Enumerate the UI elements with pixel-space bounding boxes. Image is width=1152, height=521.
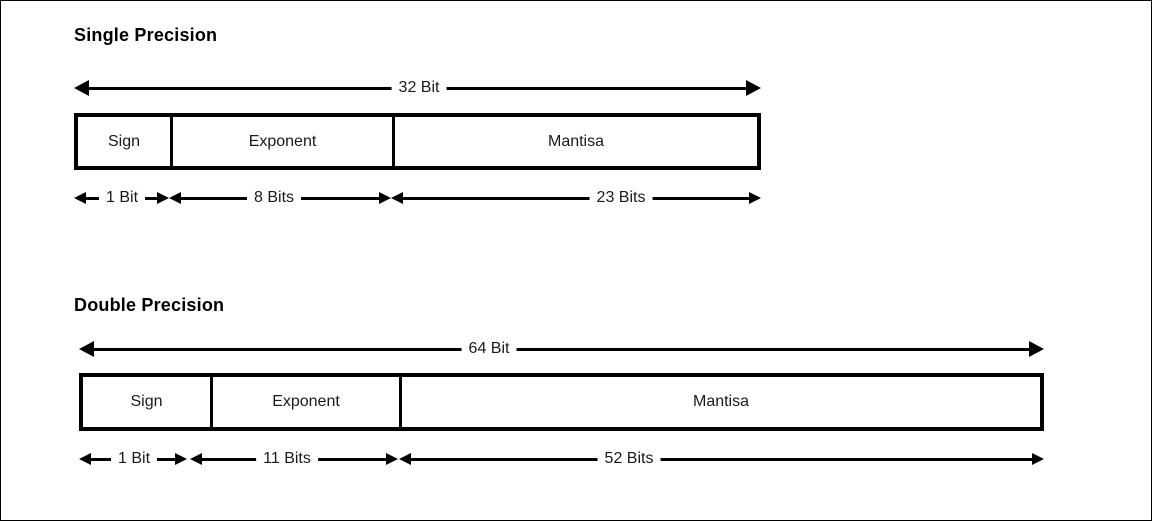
- arrow-right-icon: [379, 192, 391, 204]
- measure-line: [92, 347, 1031, 351]
- double-exponent-bits-measure: 11 Bits: [190, 447, 398, 471]
- double-exponent-bits-label: 11 Bits: [256, 451, 318, 467]
- arrow-right-icon: [175, 453, 187, 465]
- double-total-label: 64 Bit: [461, 341, 517, 357]
- double-sign-bits-label: 1 Bit: [110, 451, 158, 467]
- double-total-width-measure: 64 Bit: [79, 337, 1044, 361]
- single-field-sign: Sign: [78, 117, 173, 166]
- arrow-left-icon: [74, 192, 86, 204]
- arrow-left-icon: [74, 80, 89, 96]
- arrow-right-icon: [1032, 453, 1044, 465]
- single-mantisa-bits-measure: 23 Bits: [391, 186, 761, 210]
- arrow-right-icon: [157, 192, 169, 204]
- arrow-left-icon: [169, 192, 181, 204]
- double-precision-title: Double Precision: [74, 295, 225, 315]
- arrow-left-icon: [190, 453, 202, 465]
- single-exponent-bits-label: 8 Bits: [246, 190, 302, 206]
- arrow-left-icon: [399, 453, 411, 465]
- single-mantisa-bits-label: 23 Bits: [589, 190, 653, 206]
- double-field-sign: Sign: [83, 377, 213, 427]
- double-field-exponent: Exponent: [213, 377, 402, 427]
- arrow-right-icon: [386, 453, 398, 465]
- double-precision-field-row: Sign Exponent Mantisa: [79, 373, 1044, 431]
- arrow-right-icon: [749, 192, 761, 204]
- single-field-mantisa: Mantisa: [547, 132, 605, 150]
- measure-line: [401, 196, 751, 200]
- double-sign-bits-measure: 1 Bit: [79, 447, 187, 471]
- single-exponent-bits-measure: 8 Bits: [169, 186, 391, 210]
- single-sign-bits-label: 1 Bit: [98, 190, 146, 206]
- arrow-right-icon: [1029, 341, 1044, 357]
- double-mantisa-bits-label: 52 Bits: [597, 451, 661, 467]
- single-precision-field-row: Sign Exponent Mantisa: [74, 113, 761, 170]
- arrow-left-icon: [391, 192, 403, 204]
- arrow-left-icon: [79, 341, 94, 357]
- single-total-label: 32 Bit: [391, 80, 447, 96]
- measure-line: [409, 457, 1034, 461]
- double-mantisa-bits-measure: 52 Bits: [399, 447, 1044, 471]
- single-total-width-measure: 32 Bit: [74, 76, 761, 100]
- single-field-exponent: Exponent: [173, 117, 395, 166]
- arrow-left-icon: [79, 453, 91, 465]
- double-field-mantisa: Mantisa: [692, 393, 750, 410]
- single-sign-bits-measure: 1 Bit: [74, 186, 169, 210]
- arrow-right-icon: [746, 80, 761, 96]
- single-precision-title: Single Precision: [74, 25, 218, 45]
